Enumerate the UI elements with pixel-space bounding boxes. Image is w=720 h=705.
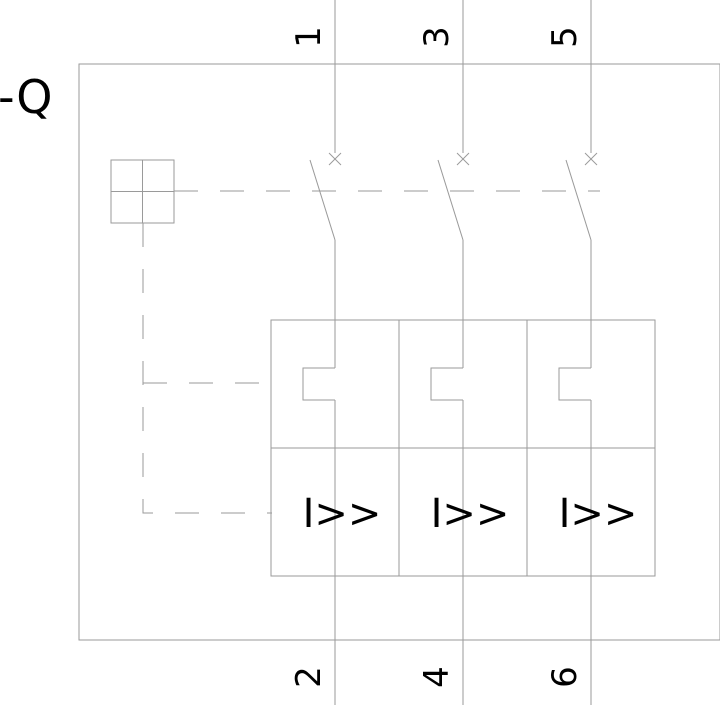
trip-label-pole-2: I>>	[431, 491, 510, 537]
device-reference: -Q	[0, 70, 53, 124]
trip-label-pole-3: I>>	[559, 491, 638, 537]
device-enclosure	[78, 63, 720, 641]
manual-operator-symbol	[110, 159, 175, 224]
pole-2	[430, 0, 470, 705]
terminal-bottom-2: 2	[289, 666, 329, 688]
pole-1	[302, 0, 342, 705]
mechanical-link-trip-units	[142, 223, 272, 514]
terminal-top-1: 1	[289, 26, 329, 48]
pole-3	[558, 0, 598, 705]
trip-label-pole-1: I>>	[303, 491, 382, 537]
terminal-bottom-4: 4	[417, 666, 457, 688]
terminal-top-3: 3	[417, 26, 457, 48]
terminal-bottom-6: 6	[545, 666, 585, 688]
terminal-top-5: 5	[545, 26, 585, 48]
